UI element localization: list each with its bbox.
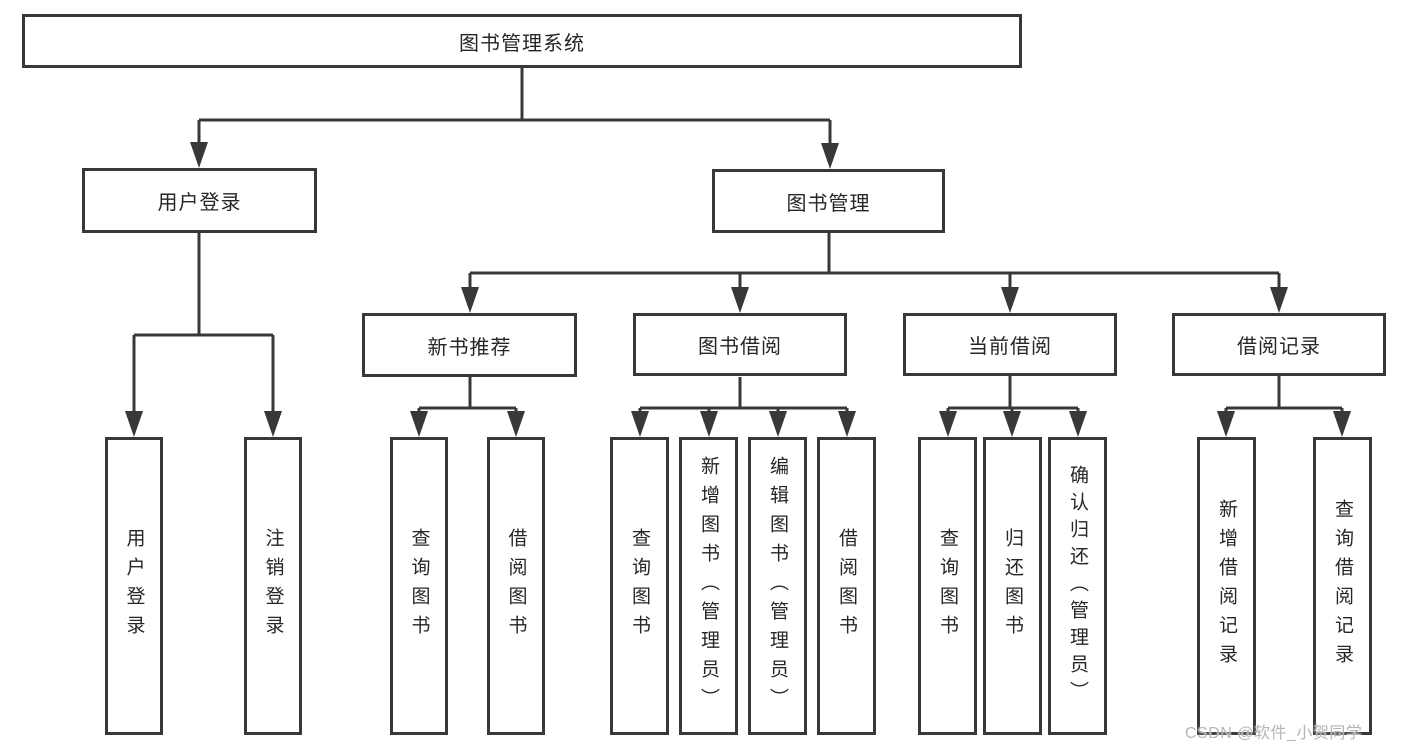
node-label: 新书推荐 <box>427 336 512 359</box>
leaf-br-add-borrow-record: 新增借阅记录 <box>1197 437 1256 735</box>
node-user-login: 用户登录 <box>82 168 317 233</box>
leaf-bb-edit-books-admin: 编辑图书（管理员） <box>748 437 807 735</box>
leaf-bb-borrow-books: 借阅图书 <box>817 437 876 735</box>
leaf-nb-borrow-books: 借阅图书 <box>487 437 545 735</box>
node-label: 新增借阅记录 <box>1216 499 1237 673</box>
node-label: 注销登录 <box>262 528 284 644</box>
leaf-logout: 注销登录 <box>244 437 302 735</box>
node-borrowing-records: 借阅记录 <box>1172 313 1386 376</box>
node-label: 图书管理 <box>786 192 871 215</box>
node-label: 借阅图书 <box>836 528 857 644</box>
leaf-cb-confirm-return-admin: 确认归还（管理员） <box>1048 437 1107 735</box>
node-label: 新增图书（管理员） <box>698 455 719 717</box>
watermark: CSDN @软件_小贺同学 <box>1185 725 1363 742</box>
node-label: 图书管理系统 <box>459 32 585 55</box>
node-new-book-recommendation: 新书推荐 <box>362 313 577 377</box>
node-label: 当前借阅 <box>968 336 1052 358</box>
node-current-borrowing: 当前借阅 <box>903 313 1117 376</box>
leaf-bb-query-books: 查询图书 <box>610 437 669 735</box>
leaf-nb-query-books: 查询图书 <box>390 437 448 735</box>
leaf-cb-return-books: 归还图书 <box>983 437 1042 735</box>
node-label: 归还图书 <box>1002 528 1023 644</box>
node-label: 借阅图书 <box>505 528 527 644</box>
leaf-cb-query-books: 查询图书 <box>918 437 977 735</box>
node-label: 用户登录 <box>123 528 145 644</box>
node-label: 编辑图书（管理员） <box>767 455 788 717</box>
node-book-borrowing: 图书借阅 <box>633 313 847 376</box>
node-label: 查询图书 <box>629 528 650 644</box>
node-label: 借阅记录 <box>1237 336 1321 358</box>
leaf-bb-add-books-admin: 新增图书（管理员） <box>679 437 738 735</box>
node-label: 用户登录 <box>157 192 242 214</box>
node-label: 查询图书 <box>937 528 958 644</box>
node-book-management: 图书管理 <box>712 169 945 233</box>
node-label: 图书借阅 <box>698 336 782 358</box>
node-library-management-system: 图书管理系统 <box>22 14 1022 68</box>
node-label: 查询图书 <box>408 528 430 644</box>
node-label: 确认归还（管理员） <box>1067 464 1088 708</box>
leaf-br-query-borrow-record: 查询借阅记录 <box>1313 437 1372 735</box>
node-label: 查询借阅记录 <box>1332 499 1353 673</box>
leaf-user-login: 用户登录 <box>105 437 163 735</box>
